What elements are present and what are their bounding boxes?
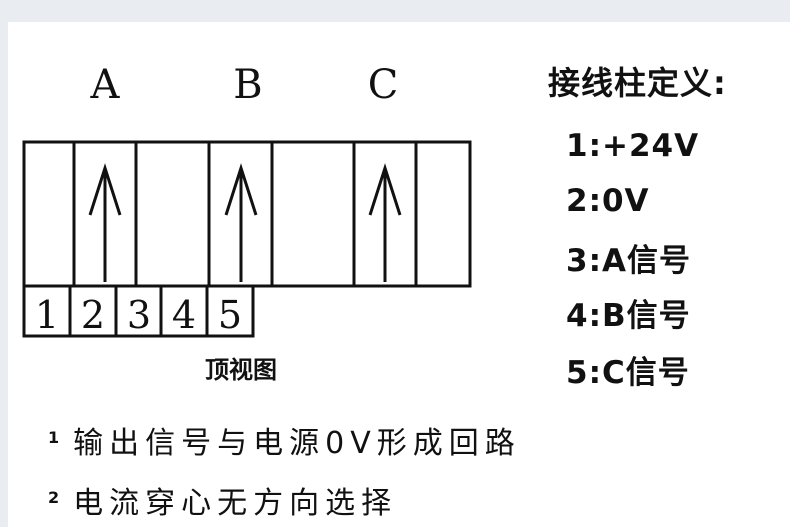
legend-item-1: 1:+24V — [566, 128, 700, 164]
terminal-2: 2 — [81, 293, 105, 337]
terminal-4: 4 — [172, 293, 196, 337]
terminal-block — [22, 284, 255, 338]
footnote-1: 1 输出信号与电源0V形成回路 — [48, 418, 521, 462]
footnote-text: 电流穿心无方向选择 — [73, 486, 398, 521]
legend-item-5: 5:C信号 — [566, 355, 690, 391]
terminal-1: 1 — [35, 293, 59, 337]
footnote-2: 2 电流穿心无方向选择 — [48, 478, 397, 522]
current-arrow-b — [224, 163, 258, 282]
background-panel — [8, 22, 790, 527]
legend-item-3: 3:A信号 — [566, 243, 691, 279]
diagram-caption: 顶视图 — [205, 356, 277, 384]
footnote-marker: 1 — [48, 428, 60, 447]
footnote-text: 输出信号与电源0V形成回路 — [73, 426, 521, 461]
phase-label-a: A — [90, 62, 120, 108]
legend-item-4: 4:B信号 — [566, 298, 691, 334]
current-arrow-a — [88, 163, 122, 282]
phase-label-c: C — [367, 62, 399, 108]
footnote-marker: 2 — [48, 488, 60, 507]
terminal-5: 5 — [218, 293, 242, 337]
phase-label-b: B — [233, 62, 263, 108]
legend-item-2: 2:0V — [566, 183, 650, 219]
terminal-3: 3 — [127, 293, 151, 337]
current-arrow-c — [368, 163, 402, 282]
legend-title: 接线柱定义: — [548, 64, 727, 102]
